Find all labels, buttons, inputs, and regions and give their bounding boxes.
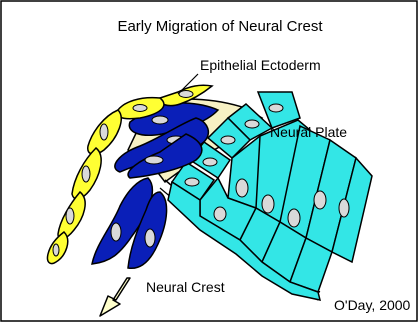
figure-title: Early Migration of Neural Crest <box>117 18 323 35</box>
label-neural-crest: Neural Crest <box>146 279 225 295</box>
nucleus <box>262 195 274 213</box>
nucleus <box>185 178 199 186</box>
label-neural-plate: Neural Plate <box>270 124 347 140</box>
nucleus <box>221 136 235 144</box>
nucleus <box>245 120 259 128</box>
nucleus <box>269 104 283 112</box>
nucleus <box>152 116 168 124</box>
nucleus <box>145 229 155 247</box>
nucleus <box>66 208 74 224</box>
nucleus <box>314 191 326 209</box>
nucleus <box>236 179 248 197</box>
label-epithelial-ectoderm: Epithelial Ectoderm <box>200 57 321 73</box>
nucleus <box>82 166 90 182</box>
nucleus <box>145 156 163 164</box>
nucleus <box>100 124 108 140</box>
nucleus <box>133 105 147 112</box>
nucleus <box>203 158 217 166</box>
nucleus <box>339 199 349 217</box>
nucleus <box>111 223 121 241</box>
nucleus <box>214 207 226 221</box>
nucleus <box>288 209 300 227</box>
nucleus <box>53 244 59 256</box>
credit-label: O'Day, 2000 <box>334 297 411 313</box>
